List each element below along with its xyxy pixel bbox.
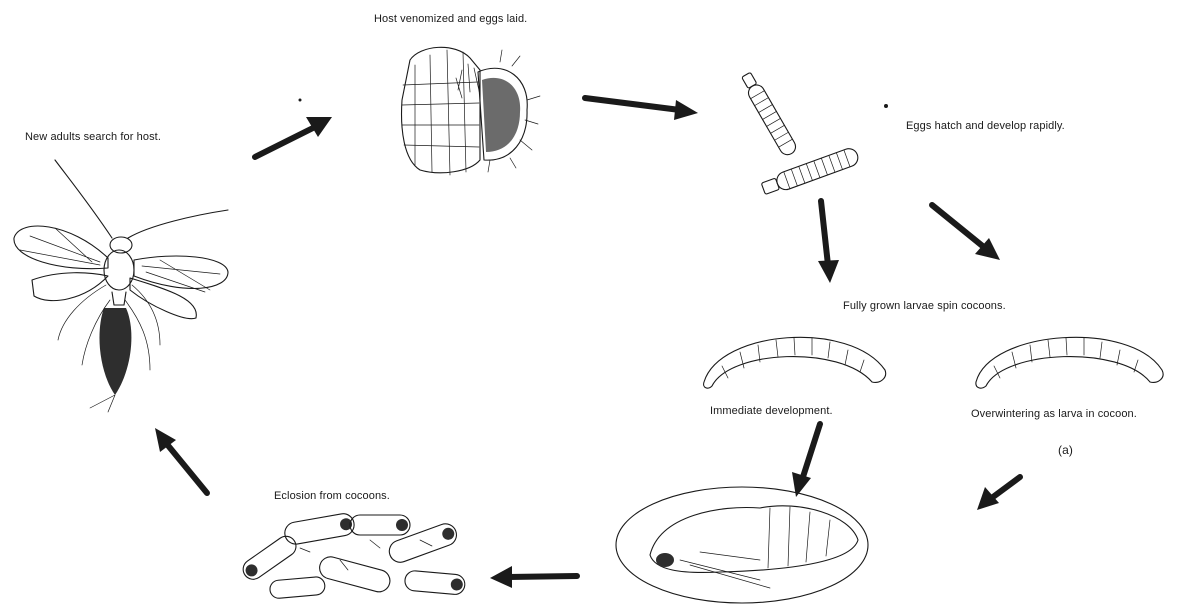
speck <box>299 99 302 102</box>
arrow-eclosion-to-adult <box>155 428 207 493</box>
pupa-in-cocoon-illustration <box>616 487 868 603</box>
arrow-adult-to-host <box>255 117 332 157</box>
arrow-pupa-to-eclosion <box>490 566 577 588</box>
arrow-immediate-to-pupa <box>792 424 820 497</box>
arrow-overwintering-to-pupa <box>977 477 1020 510</box>
cocoon-larva-immediate <box>704 337 886 388</box>
adult-wasp-illustration <box>14 160 228 412</box>
egg-larvae-illustration <box>739 71 860 197</box>
cocoon-larva-overwintering <box>976 337 1163 388</box>
arrow-host-to-eggs <box>585 98 698 120</box>
eclosion-cocoons-illustration <box>239 512 465 599</box>
arrow-eggs-to-immediate <box>818 201 839 283</box>
speck <box>884 104 888 108</box>
host-illustration <box>402 47 540 175</box>
arrow-eggs-to-overwintering <box>932 205 1000 260</box>
